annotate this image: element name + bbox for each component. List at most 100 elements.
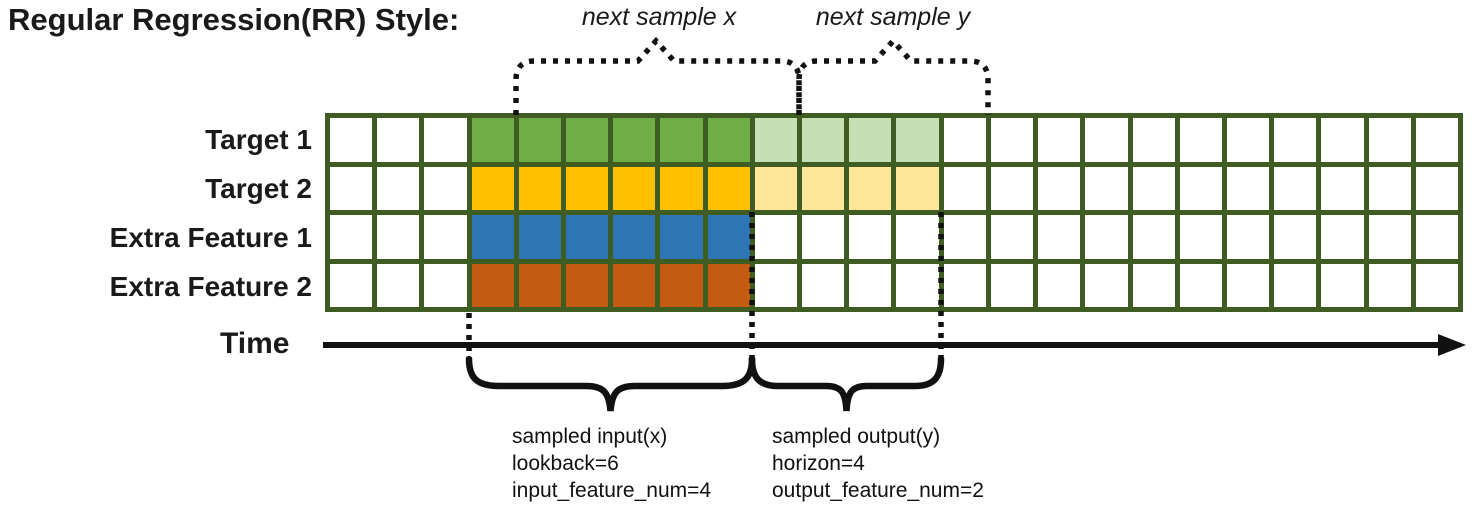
grid-cell xyxy=(1179,215,1222,259)
grid-cell xyxy=(424,118,467,162)
row-label-target-1: Target 1 xyxy=(205,124,312,155)
grid-cell xyxy=(566,263,609,307)
grid-cell xyxy=(990,166,1034,210)
sample-grid xyxy=(325,113,1463,312)
grid-cell xyxy=(849,166,892,210)
grid-cell xyxy=(802,166,845,210)
next-sample-x-brace xyxy=(513,36,802,115)
grid-cell xyxy=(1085,166,1128,210)
grid-cell xyxy=(1132,166,1175,210)
grid-cell xyxy=(990,118,1034,162)
grid-cell xyxy=(943,263,986,307)
grid-cell xyxy=(1415,166,1458,210)
grid-cell xyxy=(707,215,750,259)
grid-cell xyxy=(1274,166,1317,210)
grid-cell xyxy=(754,215,798,259)
grid-cell xyxy=(1085,263,1128,307)
grid-cell xyxy=(377,166,420,210)
grid-cell xyxy=(754,118,798,162)
time-axis-label: Time xyxy=(220,327,290,360)
sampled-output-annotation: sampled output(y) horizon=4 output_featu… xyxy=(772,423,984,504)
grid-cell xyxy=(377,263,420,307)
grid-cell xyxy=(943,215,986,259)
grid-cell xyxy=(566,215,609,259)
grid-cell xyxy=(849,263,892,307)
grid-cell xyxy=(896,263,939,307)
grid-cell xyxy=(330,263,373,307)
grid-cell xyxy=(1415,215,1458,259)
grid-cell xyxy=(471,118,514,162)
grid-cell xyxy=(1321,263,1364,307)
grid-cell xyxy=(1132,263,1175,307)
grid-cell xyxy=(518,263,562,307)
grid-cell xyxy=(424,215,467,259)
next-sample-y-label: next sample y xyxy=(815,3,971,31)
grid-cell xyxy=(471,166,514,210)
grid-cell xyxy=(1179,166,1222,210)
grid-cell xyxy=(613,166,656,210)
grid-cell xyxy=(1274,263,1317,307)
grid-cell xyxy=(471,215,514,259)
grid-cell xyxy=(802,215,845,259)
grid-cell xyxy=(424,263,467,307)
grid-cell xyxy=(566,166,609,210)
grid-cell xyxy=(518,215,562,259)
grid-cell xyxy=(377,118,420,162)
grid-cell xyxy=(802,118,845,162)
grid-cell xyxy=(754,263,798,307)
grid-cell xyxy=(1368,118,1411,162)
grid-cell xyxy=(896,166,939,210)
sampled-output-title: sampled output(y) xyxy=(772,425,941,448)
grid-cell xyxy=(330,215,373,259)
grid-cell xyxy=(990,263,1034,307)
grid-cell xyxy=(1038,263,1081,307)
grid-cell xyxy=(1179,263,1222,307)
grid-cell xyxy=(1321,215,1364,259)
grid-cell xyxy=(518,166,562,210)
grid-cell xyxy=(613,215,656,259)
grid-cell xyxy=(1132,215,1175,259)
sampled-input-title: sampled input(x) xyxy=(512,425,668,448)
grid-cell xyxy=(330,166,373,210)
grid-cell xyxy=(1274,118,1317,162)
grid-cell xyxy=(660,118,703,162)
grid-cell xyxy=(1321,166,1364,210)
grid-cell xyxy=(1368,215,1411,259)
grid-cell xyxy=(330,118,373,162)
grid-cell xyxy=(943,118,986,162)
sampled-input-brace xyxy=(465,355,756,412)
next-sample-x-label: next sample x xyxy=(581,3,737,31)
grid-cell xyxy=(660,215,703,259)
sampled-input-annotation: sampled input(x) lookback=6 input_featur… xyxy=(512,423,711,504)
grid-cell xyxy=(802,263,845,307)
row-label-target-2: Target 2 xyxy=(205,173,312,204)
grid-cell xyxy=(471,263,514,307)
grid-cell xyxy=(424,166,467,210)
grid-cell xyxy=(660,263,703,307)
grid-cell xyxy=(1085,215,1128,259)
input-feature-num-value: input_feature_num=4 xyxy=(512,479,712,502)
grid-cell xyxy=(1226,215,1270,259)
grid-cell xyxy=(943,166,986,210)
grid-cell xyxy=(1226,263,1270,307)
grid-cell xyxy=(1415,263,1458,307)
output-feature-num-value: output_feature_num=2 xyxy=(772,479,984,502)
grid-cell xyxy=(1038,118,1081,162)
grid-cell xyxy=(1368,263,1411,307)
grid-cell xyxy=(660,166,703,210)
grid-cell xyxy=(707,118,750,162)
grid-cell xyxy=(754,166,798,210)
grid-cell xyxy=(707,263,750,307)
time-axis-arrowhead xyxy=(1438,334,1466,356)
next-sample-y-brace xyxy=(796,36,991,115)
grid-cell xyxy=(1038,215,1081,259)
row-label-extra-feature-2: Extra Feature 2 xyxy=(109,271,312,302)
grid-cell xyxy=(1321,118,1364,162)
grid-cell xyxy=(849,118,892,162)
grid-cell xyxy=(1368,166,1411,210)
grid-cell xyxy=(518,118,562,162)
grid-cell xyxy=(1226,118,1270,162)
grid-cell xyxy=(1038,166,1081,210)
grid-cell xyxy=(896,215,939,259)
